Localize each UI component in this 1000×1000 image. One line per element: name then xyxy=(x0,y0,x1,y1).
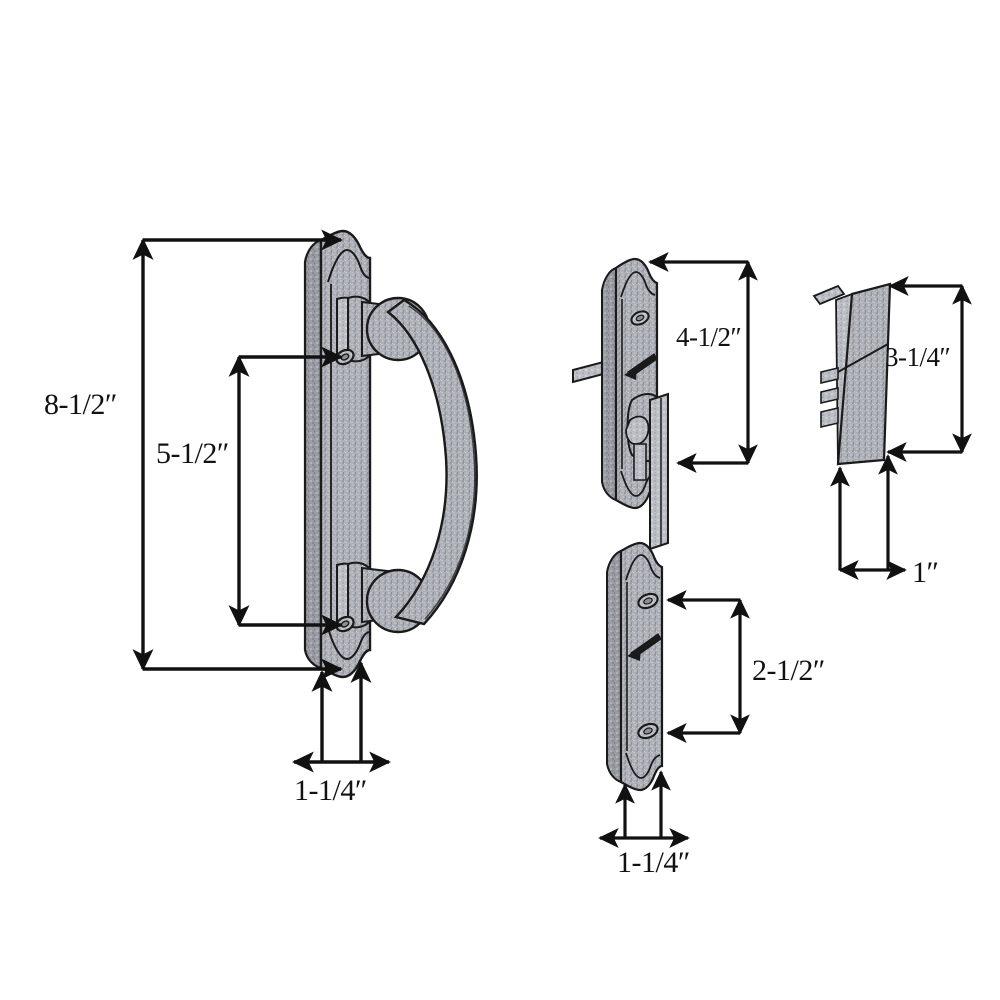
part-mounting-plate: 2-1/2″ 1-1/4″ xyxy=(598,541,825,879)
dimension-label-latch-plate-height: 4-1/2″ xyxy=(676,322,741,352)
mounting-plate-screw-hole-top-inner xyxy=(643,597,653,605)
mounting-plate-bottom-scallop xyxy=(625,752,661,779)
latch-thumbturn-stem xyxy=(633,443,647,481)
keeper-fin-3 xyxy=(820,406,839,429)
dimension-handle-overall-height: 8-1/2″ xyxy=(44,229,343,680)
dimension-mounting-plate-hole-spacing: 2-1/2″ xyxy=(666,590,825,743)
keeper-fin-2 xyxy=(820,386,839,405)
dimension-label-handle-plate-width: 1-1/4″ xyxy=(294,774,367,807)
handle-backplate-side-edge xyxy=(303,238,323,670)
dimension-handle-plate-width: 1-1/4″ xyxy=(292,661,391,807)
part-keeper-bracket: 3-1/4″ 1″ xyxy=(812,276,972,589)
handle-plate-top-scallop xyxy=(327,248,370,283)
mounting-plate-top-scallop xyxy=(625,554,661,581)
part-interior-latch-plate: 4-1/2″ xyxy=(572,252,758,551)
handle-grip-outer-highlight xyxy=(408,305,476,620)
mounting-plate-slot-arrowhead xyxy=(627,647,641,661)
latch-plate-slot-arrowhead xyxy=(624,366,637,380)
keeper-fin-1 xyxy=(820,366,839,385)
handle-curved-pull-grip xyxy=(386,298,478,626)
latch-thumbturn-tab xyxy=(625,415,650,445)
dimension-label-mounting-plate-hole-spacing: 2-1/2″ xyxy=(752,654,825,687)
keeper-fold-line xyxy=(837,343,889,373)
dimension-handle-knob-spacing: 5-1/2″ xyxy=(156,346,343,636)
dimension-label-handle-overall-height: 8-1/2″ xyxy=(44,388,117,421)
dimension-label-keeper-height: 3-1/4″ xyxy=(885,342,950,372)
dimension-keeper-height: 3-1/4″ xyxy=(885,276,972,462)
mounting-plate-side-edge xyxy=(606,549,622,784)
latch-plate-screw-hole-inner xyxy=(635,314,645,322)
latch-plate-side-edge xyxy=(601,266,617,502)
dimension-keeper-width: 1″ xyxy=(830,454,939,589)
part-exterior-handle: 8-1/2″ 5-1/2″ 1-1/4″ xyxy=(44,229,478,807)
dimension-mounting-plate-width: 1-1/4″ xyxy=(598,770,690,879)
dimension-label-mounting-plate-width: 1-1/4″ xyxy=(617,846,690,879)
dimension-label-handle-knob-spacing: 5-1/2″ xyxy=(156,437,229,470)
latch-plate-top-scallop xyxy=(620,271,656,298)
dimension-label-keeper-width: 1″ xyxy=(912,556,939,589)
latch-bolt-tongue xyxy=(649,392,669,551)
keeper-top-tab xyxy=(812,284,846,306)
handle-plate-bottom-scallop xyxy=(327,627,370,661)
mounting-plate-screw-hole-bottom-inner xyxy=(643,727,653,735)
dimension-latch-plate-height: 4-1/2″ xyxy=(648,252,758,473)
